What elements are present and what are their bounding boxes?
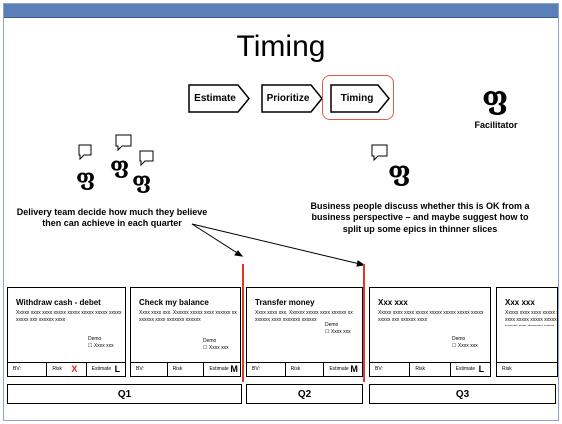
card-risk: Risk bbox=[410, 363, 451, 376]
quarter-q1: Q1 bbox=[7, 384, 242, 404]
story-card[interactable]: Transfer money Xxxx xxxx xxx. Xxxxxx xxx… bbox=[246, 287, 363, 377]
chevron-shape-icon bbox=[188, 84, 250, 113]
slide-frame: Timing Estimate Prioritize Timing ფ Faci… bbox=[3, 3, 559, 421]
card-bv: BV: bbox=[247, 363, 286, 376]
card-description: Xxxxx xxxx xxxx xxxxx xxxxx xxxxx xxxxx … bbox=[378, 310, 484, 323]
card-title: Transfer money bbox=[255, 298, 315, 307]
story-card[interactable]: Xxx xxx Xxxxx xxxx xxxx xxxxx xxxxx xxxx… bbox=[496, 287, 558, 377]
card-description: Xxxx xxxx xxx. Xxxxxx xxxxx xxxx xxxxxx … bbox=[139, 310, 237, 323]
flow-step-timing: Timing bbox=[330, 84, 390, 113]
card-bv: BV: bbox=[370, 363, 411, 376]
flow-step-prioritize: Prioritize bbox=[261, 84, 323, 113]
team-member-person-icon: ფ bbox=[76, 165, 96, 191]
card-title: Withdraw cash - debet bbox=[16, 298, 101, 307]
card-title: Xxx xxx bbox=[378, 298, 408, 307]
business-note: Business people discuss whether this is … bbox=[310, 201, 530, 234]
story-card[interactable]: Check my balance Xxxx xxxx xxx. Xxxxxx x… bbox=[130, 287, 241, 377]
card-demo: Demo☐ Xxxx xxx bbox=[325, 322, 351, 335]
card-demo: Demo☐ Xxxx xxx bbox=[88, 336, 114, 349]
facilitator-label: Facilitator bbox=[474, 120, 518, 130]
quarter-q3: Q3 bbox=[369, 384, 556, 404]
page-title: Timing bbox=[236, 30, 326, 63]
delivery-team-note: Delivery team decide how much they belie… bbox=[16, 207, 208, 229]
story-card[interactable]: Withdraw cash - debet Xxxxx xxxx xxxx xx… bbox=[7, 287, 126, 377]
risk-x-icon: X bbox=[71, 364, 78, 374]
card-bv: BV: bbox=[131, 363, 168, 376]
card-demo: Demo☐ Xxxx xxx bbox=[203, 338, 229, 351]
quarter-divider bbox=[242, 264, 244, 382]
card-title: Xxx xxx bbox=[505, 298, 535, 307]
card-risk: Risk bbox=[286, 363, 325, 376]
card-description: Xxxxx xxxx xxxx xxxxx xxxxx xxxxx xxxxx … bbox=[16, 310, 122, 323]
quarter-divider bbox=[363, 264, 365, 382]
business-person-icon: ფ bbox=[388, 157, 411, 187]
card-description: Xxxxx xxxx xxxx xxxxx xxxxx xxxxx xxxxx … bbox=[505, 310, 559, 326]
flow-step-estimate: Estimate bbox=[188, 84, 250, 113]
card-bv: BV: bbox=[8, 363, 48, 376]
team-member-person-icon: ფ bbox=[132, 168, 152, 194]
annotation-graphics bbox=[78, 134, 388, 267]
card-risk: Risk bbox=[502, 366, 512, 372]
card-risk: Risk bbox=[168, 363, 205, 376]
team-member-person-icon: ფ bbox=[110, 153, 130, 179]
story-card[interactable]: Xxx xxx Xxxxx xxxx xxxx xxxxx xxxxx xxxx… bbox=[369, 287, 491, 377]
window-header-bar bbox=[4, 4, 558, 18]
current-step-highlight bbox=[322, 75, 394, 120]
arrow-icon bbox=[191, 223, 366, 267]
speech-bubble-icon bbox=[78, 134, 388, 167]
card-description: Xxxx xxxx xxx. Xxxxxx xxxxx xxxx xxxxxx … bbox=[255, 310, 353, 323]
quarter-q2: Q2 bbox=[246, 384, 363, 404]
chevron-shape-icon bbox=[261, 84, 323, 113]
facilitator-person-icon: ფ bbox=[482, 81, 509, 116]
card-demo: Demo☐ Xxxx xxx bbox=[452, 336, 478, 349]
card-title: Check my balance bbox=[139, 298, 209, 307]
chevron-shape-icon bbox=[330, 84, 390, 113]
card-footer: Risk bbox=[497, 362, 557, 376]
